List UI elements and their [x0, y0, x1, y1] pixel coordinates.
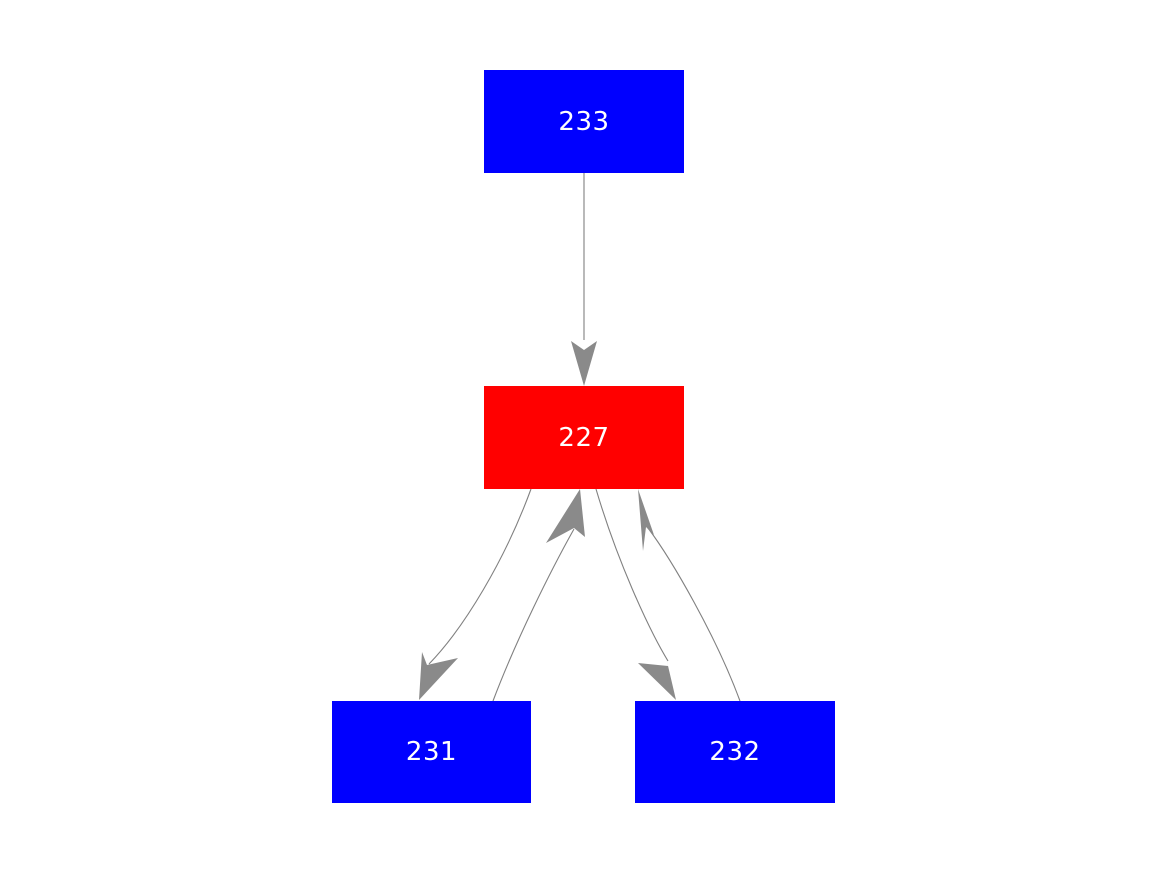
edge-227-to-231 [419, 488, 532, 700]
node-label-227: 227 [558, 422, 610, 453]
arrowhead-into-227-from-233 [571, 341, 597, 386]
edge-line-232-227 [647, 527, 741, 702]
graph-node-231[interactable]: 231 [332, 701, 531, 803]
node-label-232: 232 [709, 737, 761, 767]
edge-line-227-232 [595, 488, 669, 662]
graph-node-232[interactable]: 232 [635, 701, 835, 803]
node-label-231: 231 [405, 737, 458, 767]
arrowhead-into-232-from-227 [638, 653, 676, 700]
edge-233-to-227 [571, 173, 597, 386]
graph-node-227[interactable]: 227 [484, 386, 684, 489]
graph-node-233[interactable]: 233 [484, 70, 684, 173]
edge-231-to-227 [492, 489, 585, 702]
edge-227-to-232 [595, 488, 676, 700]
edge-line-227-231 [428, 488, 532, 665]
edge-line-231-227 [492, 528, 575, 702]
node-label-233: 233 [558, 106, 610, 137]
arrowhead-into-231-from-227 [419, 652, 458, 700]
edge-232-to-227 [638, 489, 741, 702]
arrowhead-into-227-from-231 [546, 489, 585, 543]
arrowhead-into-227-from-232 [638, 489, 654, 551]
